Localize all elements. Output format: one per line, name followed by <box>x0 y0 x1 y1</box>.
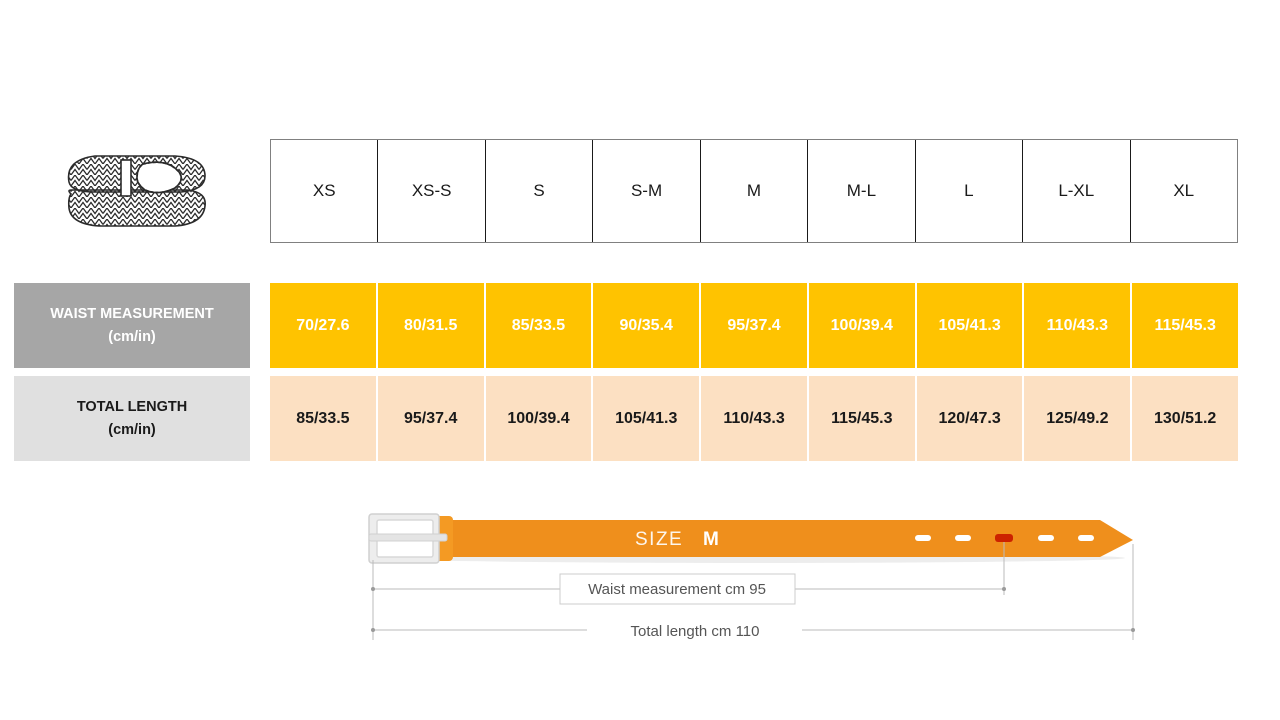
belt-dimension-diagram: SIZE M Waist measurement cm 95 <box>355 500 1155 660</box>
waist-measurement-label: Waist measurement cm 95 <box>588 581 766 598</box>
table-cell: 95/37.4 <box>377 376 484 461</box>
size-label: S <box>533 181 545 200</box>
total-length-dimension-line: Total length cm 110 <box>371 617 1135 643</box>
size-header-cell-s: S <box>486 140 594 242</box>
table-cell: 130/51.2 <box>1132 376 1239 461</box>
table-cell: 100/39.4 <box>485 376 592 461</box>
belt-hole <box>1078 535 1094 541</box>
waist-measurement-row: WAIST MEASUREMENT (cm/in) 70/27.6 80/31.… <box>14 283 1239 368</box>
belt-buckle <box>368 513 448 564</box>
size-header-cell-xl: XL <box>1131 140 1237 242</box>
table-cell: 110/43.3 <box>701 376 807 461</box>
table-cell: 120/47.3 <box>916 376 1023 461</box>
size-header-cell-l-xl: L-XL <box>1023 140 1131 242</box>
row-label-line1: WAIST MEASUREMENT <box>50 306 214 323</box>
measurement-table: WAIST MEASUREMENT (cm/in) 70/27.6 80/31.… <box>14 283 1239 461</box>
size-label: L-XL <box>1058 181 1095 200</box>
table-cell: 115/45.3 <box>1132 283 1239 368</box>
total-length-label: Total length cm 110 <box>631 623 760 640</box>
table-cell: 95/37.4 <box>701 283 807 368</box>
table-cell: 125/49.2 <box>1024 376 1131 461</box>
table-cell: 80/31.5 <box>377 283 484 368</box>
woven-belt-illustration <box>55 142 215 242</box>
size-header-cell-m: M <box>701 140 809 242</box>
size-label: M <box>746 181 762 200</box>
size-header-table: XS XS-S S S-M M M-L L L-XL XL <box>270 139 1238 243</box>
total-length-row: TOTAL LENGTH (cm/in) 85/33.5 95/37.4 100… <box>14 376 1239 461</box>
belt-buckle-icon <box>136 161 183 194</box>
row-label-line2: (cm/in) <box>108 421 156 438</box>
size-header-cell-s-m: S-M <box>593 140 701 242</box>
belt-hole <box>955 535 971 541</box>
table-cell: 85/33.5 <box>485 283 592 368</box>
size-header-cell-xs-s: XS-S <box>378 140 486 242</box>
size-label: XS <box>312 181 336 200</box>
table-cell: 110/43.3 <box>1024 283 1131 368</box>
table-cell: 85/33.5 <box>270 376 376 461</box>
size-label: XS-S <box>411 181 452 200</box>
belt-size-prefix: SIZE <box>635 529 683 550</box>
table-cell: 90/35.4 <box>593 283 700 368</box>
table-cell: 100/39.4 <box>808 283 915 368</box>
size-label: S-M <box>630 181 663 200</box>
size-header-cell-l: L <box>916 140 1024 242</box>
belt-strap <box>443 520 1133 557</box>
size-header-cell-m-l: M-L <box>808 140 916 242</box>
size-label: XL <box>1173 181 1195 200</box>
belt-hole-highlighted <box>995 534 1013 542</box>
waist-dimension-line: Waist measurement cm 95 <box>371 573 1006 605</box>
belt-hole <box>1038 535 1054 541</box>
waist-measurement-row-label: WAIST MEASUREMENT (cm/in) <box>14 283 250 368</box>
belt-coil-lower <box>67 189 206 227</box>
table-cell: 70/27.6 <box>270 283 376 368</box>
size-label: M-L <box>846 181 877 200</box>
table-cell: 115/45.3 <box>808 376 915 461</box>
belt-size-value: M <box>703 529 719 550</box>
size-header-cell-xs: XS <box>271 140 379 242</box>
dimension-extension-lines <box>372 542 1134 640</box>
total-length-row-label: TOTAL LENGTH (cm/in) <box>14 376 250 461</box>
belt-holes <box>915 534 1094 542</box>
table-cell: 105/41.3 <box>916 283 1023 368</box>
row-label-line1: TOTAL LENGTH <box>76 399 188 416</box>
row-label-line2: (cm/in) <box>108 328 156 345</box>
waist-measurement-cells: 70/27.6 80/31.5 85/33.5 90/35.4 95/37.4 … <box>270 283 1239 368</box>
table-cell: 105/41.3 <box>593 376 700 461</box>
belt-hole <box>915 535 931 541</box>
size-label: L <box>964 181 974 200</box>
total-length-cells: 85/33.5 95/37.4 100/39.4 105/41.3 110/43… <box>270 376 1239 461</box>
